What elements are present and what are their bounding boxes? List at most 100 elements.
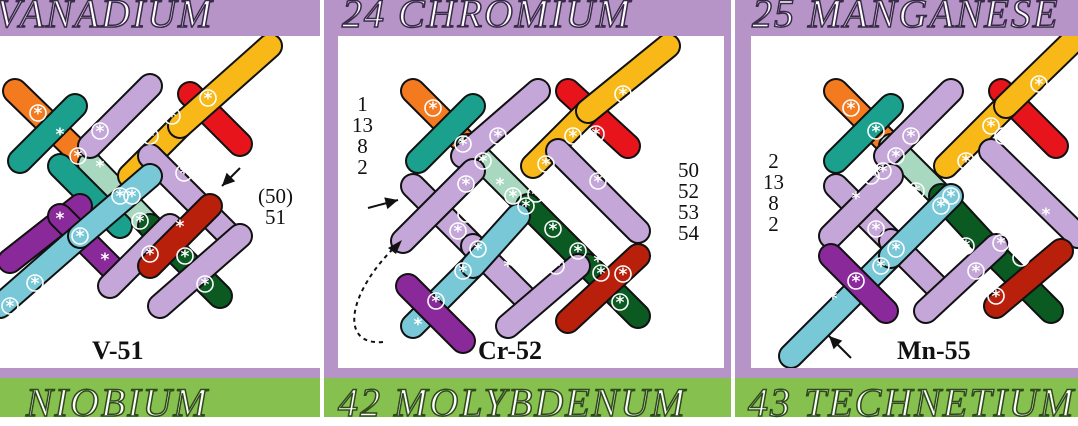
shell-number: 13 [763,172,784,193]
svg-text:*: * [146,245,155,265]
svg-text:*: * [597,264,606,284]
svg-text:*: * [56,125,65,145]
svg-text:*: * [879,162,888,182]
stage: ********************** (50) 51 V-51 ****… [0,0,1078,417]
svg-text:*: * [574,242,583,262]
nucleon-marker: * [176,217,185,237]
svg-text:*: * [594,172,603,192]
panel-vanadium: ********************** (50) 51 V-51 [0,36,320,368]
panel-chromium: ***************************** 1 13 8 2 5… [338,36,724,368]
svg-text:*: * [1047,83,1056,103]
svg-text:*: * [829,289,838,309]
shell-numbers-left: 1 13 8 2 [352,94,373,178]
svg-text:*: * [181,247,190,267]
svg-text:*: * [494,127,503,147]
shell-numbers-right: (50) 51 [258,186,293,228]
svg-text:*: * [549,220,558,240]
svg-text:*: * [459,135,468,155]
svg-text:*: * [509,187,518,207]
shell-number: 2 [352,157,373,178]
svg-text:*: * [972,262,981,282]
svg-text:*: * [128,187,137,207]
shell-number: 54 [678,223,699,244]
svg-text:*: * [999,127,1008,147]
element-title: 25 MANGANESE [752,0,1059,37]
nuclear-lattice-manganese: ************************** [751,36,1078,368]
svg-text:*: * [180,164,189,184]
svg-text:*: * [462,175,471,195]
svg-text:*: * [644,87,653,107]
isotope-label: Cr-52 [478,336,542,366]
shell-number: 50 [678,160,699,181]
nucleon-bar [1006,36,1078,106]
svg-text:*: * [872,220,881,240]
svg-text:*: * [201,275,210,295]
nuclear-lattice-chromium: ***************************** [338,36,724,368]
svg-text:*: * [96,157,105,177]
nucleon-bar [991,151,1078,236]
column-divider [320,0,324,417]
svg-text:*: * [168,107,177,127]
shell-number: 53 [678,202,699,223]
nucleon-marker: * [496,175,505,195]
svg-text:*: * [474,240,483,260]
svg-text:*: * [31,274,40,294]
svg-text:*: * [997,234,1006,254]
nucleon-bar [588,46,668,111]
svg-text:*: * [947,187,956,207]
svg-text:*: * [74,147,83,167]
svg-text:*: * [136,212,145,232]
svg-text:*: * [101,250,110,270]
svg-text:*: * [592,125,601,145]
svg-text:*: * [847,99,856,119]
svg-text:*: * [987,117,996,137]
svg-text:*: * [146,127,155,147]
svg-text:*: * [619,85,628,105]
shell-number: 13 [352,115,373,136]
svg-text:*: * [1017,249,1026,269]
svg-text:*: * [432,292,441,312]
svg-text:*: * [867,167,876,187]
shell-number: (50) [258,186,293,207]
shell-numbers-right: 50 52 53 54 [678,160,699,244]
svg-text:*: * [552,257,561,277]
nucleon-marker: * [36,167,45,187]
svg-text:*: * [6,297,15,317]
element-title: 43 TECHNETIUM [748,379,1075,426]
nucleon-marker: * [829,289,838,309]
svg-text:*: * [569,127,578,147]
svg-text:*: * [619,265,628,285]
element-title: 42 MOLYBDENUM [338,379,687,426]
svg-text:*: * [204,89,213,109]
pointer-arrow-icon [222,168,240,186]
element-title: VANADIUM [0,0,213,37]
svg-text:*: * [962,237,971,257]
nucleon-marker: * [56,125,65,145]
transition-arrow-icon [354,240,402,342]
svg-text:*: * [542,155,551,175]
shell-number: 8 [763,193,784,214]
nucleon-marker: * [1042,205,1051,225]
pointer-arrow-icon [829,336,851,358]
svg-text:*: * [34,104,43,124]
svg-text:*: * [877,257,886,277]
svg-text:*: * [532,185,541,205]
svg-text:*: * [522,197,531,217]
column-divider [731,0,735,417]
nucleon-marker: * [852,189,861,209]
svg-text:*: * [176,217,185,237]
svg-text:*: * [962,152,971,172]
svg-text:*: * [616,293,625,313]
shell-number: 1 [352,94,373,115]
svg-text:*: * [504,257,513,277]
svg-text:*: * [892,240,901,260]
svg-text:*: * [1042,205,1051,225]
svg-text:*: * [96,122,105,142]
pointer-arrow-icon [368,197,398,209]
shell-numbers-left: 2 13 8 2 [763,151,784,235]
svg-text:*: * [116,187,125,207]
svg-text:*: * [462,205,471,225]
svg-text:*: * [36,167,45,187]
svg-text:*: * [872,122,881,142]
shell-number: 2 [763,214,784,235]
